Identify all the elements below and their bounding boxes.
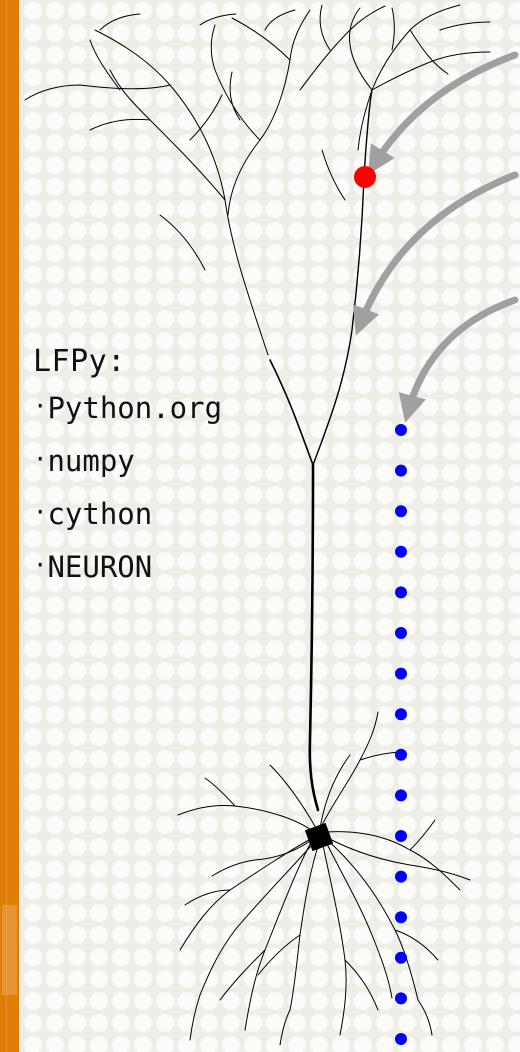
electrode-contact bbox=[395, 424, 407, 436]
electrode-contact bbox=[395, 1033, 407, 1045]
basal-dendrites bbox=[178, 712, 470, 1045]
electrode-contact bbox=[395, 789, 407, 801]
electrode-contact bbox=[395, 871, 407, 883]
electrode-contact bbox=[395, 830, 407, 842]
electrode-contact bbox=[395, 992, 407, 1004]
electrode-contact bbox=[395, 708, 407, 720]
electrode-contact bbox=[395, 586, 407, 598]
synapse-marker bbox=[354, 166, 376, 188]
electrode-contact bbox=[395, 505, 407, 517]
electrode-contact bbox=[395, 668, 407, 680]
electrode-contact bbox=[395, 749, 407, 761]
electrode-contact bbox=[395, 546, 407, 558]
electrode-array bbox=[395, 424, 407, 1045]
arrows bbox=[360, 55, 515, 412]
electrode-contact bbox=[395, 911, 407, 923]
apical-tuft bbox=[25, 5, 490, 355]
arrow-to-trunk bbox=[360, 175, 515, 325]
electrode-contact bbox=[395, 465, 407, 477]
electrode-contact bbox=[395, 952, 407, 964]
electrode-contact bbox=[395, 627, 407, 639]
arrow-to-electrode bbox=[408, 300, 515, 412]
apical-dendrite bbox=[270, 90, 372, 810]
